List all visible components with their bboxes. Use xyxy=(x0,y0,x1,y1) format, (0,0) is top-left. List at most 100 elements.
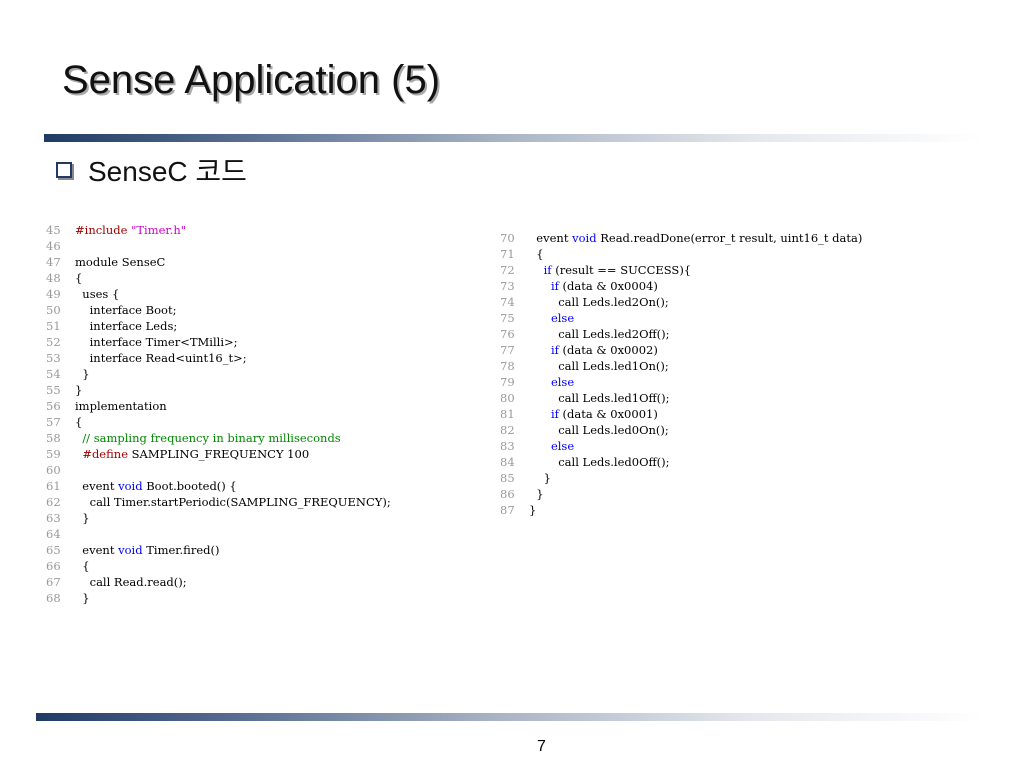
line-number: 48 xyxy=(46,271,61,285)
code-token: call Leds.led1On(); xyxy=(529,359,669,373)
code-text: #include "Timer.h" xyxy=(75,222,186,238)
code-token: } xyxy=(529,471,551,485)
code-token: } xyxy=(75,367,90,381)
code-line: 76 call Leds.led2Off(); xyxy=(500,326,862,342)
bullet-text: SenseC 코드 xyxy=(88,156,247,187)
code-token: } xyxy=(529,503,537,517)
slide-title: Sense Application (5) xyxy=(62,58,441,102)
code-token: else xyxy=(550,375,575,389)
code-line: 75 else xyxy=(500,310,862,326)
code-text: call Leds.led2On(); xyxy=(529,294,669,310)
code-text: else xyxy=(529,310,574,326)
code-token: interface Timer<TMilli>; xyxy=(75,335,238,349)
line-number: 49 xyxy=(46,287,61,301)
code-line: 55} xyxy=(46,382,391,398)
code-line: 79 else xyxy=(500,374,862,390)
code-token: void xyxy=(118,543,143,557)
code-line: 83 else xyxy=(500,438,862,454)
line-number: 61 xyxy=(46,479,61,493)
code-token: { xyxy=(75,559,90,573)
code-token: event xyxy=(75,543,119,557)
code-text: else xyxy=(529,438,574,454)
line-number: 79 xyxy=(500,375,515,389)
checkbox-bullet-icon xyxy=(56,162,72,178)
code-token: call Leds.led1Off(); xyxy=(529,391,670,405)
code-line: 80 call Leds.led1Off(); xyxy=(500,390,862,406)
line-number: 56 xyxy=(46,399,61,413)
code-token: } xyxy=(75,591,90,605)
line-number: 81 xyxy=(500,407,515,421)
code-token xyxy=(529,279,551,293)
code-line: 87} xyxy=(500,502,862,518)
code-token: interface Read<uint16_t>; xyxy=(75,351,247,365)
code-token: call Read.read(); xyxy=(75,575,187,589)
code-text: interface Boot; xyxy=(75,302,177,318)
title-divider xyxy=(44,134,984,142)
code-text: if (data & 0x0001) xyxy=(529,406,658,422)
line-number: 46 xyxy=(46,239,61,253)
code-text: interface Timer<TMilli>; xyxy=(75,334,238,350)
code-text: call Read.read(); xyxy=(75,574,187,590)
line-number: 83 xyxy=(500,439,515,453)
code-text: event void Boot.booted() { xyxy=(75,478,236,494)
code-text: #define SAMPLING_FREQUENCY 100 xyxy=(75,446,309,462)
code-token: interface Leds; xyxy=(75,319,178,333)
code-line: 50 interface Boot; xyxy=(46,302,391,318)
code-line: 52 interface Timer<TMilli>; xyxy=(46,334,391,350)
code-text: } xyxy=(75,366,90,382)
code-line: 57{ xyxy=(46,414,391,430)
code-line: 68 } xyxy=(46,590,391,606)
code-text: } xyxy=(529,470,551,486)
line-number: 77 xyxy=(500,343,515,357)
code-token: void xyxy=(118,479,143,493)
code-text: interface Read<uint16_t>; xyxy=(75,350,247,366)
code-text: call Leds.led1Off(); xyxy=(529,390,670,406)
code-token: { xyxy=(75,415,83,429)
code-token: (data & 0x0004) xyxy=(558,279,658,293)
line-number: 68 xyxy=(46,591,61,605)
code-line: 53 interface Read<uint16_t>; xyxy=(46,350,391,366)
code-text: // sampling frequency in binary millisec… xyxy=(75,430,340,446)
code-token: module SenseC xyxy=(75,255,166,269)
code-token xyxy=(529,407,551,421)
code-line: 59 #define SAMPLING_FREQUENCY 100 xyxy=(46,446,391,462)
line-number: 72 xyxy=(500,263,515,277)
code-token: (result == SUCCESS){ xyxy=(551,263,692,277)
code-token: else xyxy=(550,311,575,325)
code-text: } xyxy=(75,510,90,526)
code-line: 58 // sampling frequency in binary milli… xyxy=(46,430,391,446)
line-number: 58 xyxy=(46,431,61,445)
code-token: if xyxy=(543,263,552,277)
code-token: uses { xyxy=(75,287,120,301)
code-token: call Leds.led2Off(); xyxy=(529,327,670,341)
code-line: 70 event void Read.readDone(error_t resu… xyxy=(500,230,862,246)
code-token: else xyxy=(550,439,575,453)
code-line: 85 } xyxy=(500,470,862,486)
code-line: 46 xyxy=(46,238,391,254)
code-text: module SenseC xyxy=(75,254,165,270)
code-line: 63 } xyxy=(46,510,391,526)
code-listing-right: 70 event void Read.readDone(error_t resu… xyxy=(500,230,862,518)
line-number: 54 xyxy=(46,367,61,381)
code-token: if xyxy=(550,343,559,357)
code-line: 86 } xyxy=(500,486,862,502)
code-token: void xyxy=(572,231,597,245)
code-text: { xyxy=(75,558,90,574)
line-number: 71 xyxy=(500,247,515,261)
code-line: 61 event void Boot.booted() { xyxy=(46,478,391,494)
code-token: event xyxy=(529,231,573,245)
line-number: 50 xyxy=(46,303,61,317)
code-token xyxy=(529,263,544,277)
code-token: } xyxy=(75,511,90,525)
code-text: { xyxy=(75,414,82,430)
code-text: { xyxy=(75,270,82,286)
bullet-item: SenseC 코드 xyxy=(56,150,247,190)
line-number: 76 xyxy=(500,327,515,341)
code-line: 54 } xyxy=(46,366,391,382)
code-text: interface Leds; xyxy=(75,318,178,334)
line-number: 59 xyxy=(46,447,61,461)
code-token xyxy=(529,311,551,325)
line-number: 62 xyxy=(46,495,61,509)
code-token: if xyxy=(550,279,559,293)
